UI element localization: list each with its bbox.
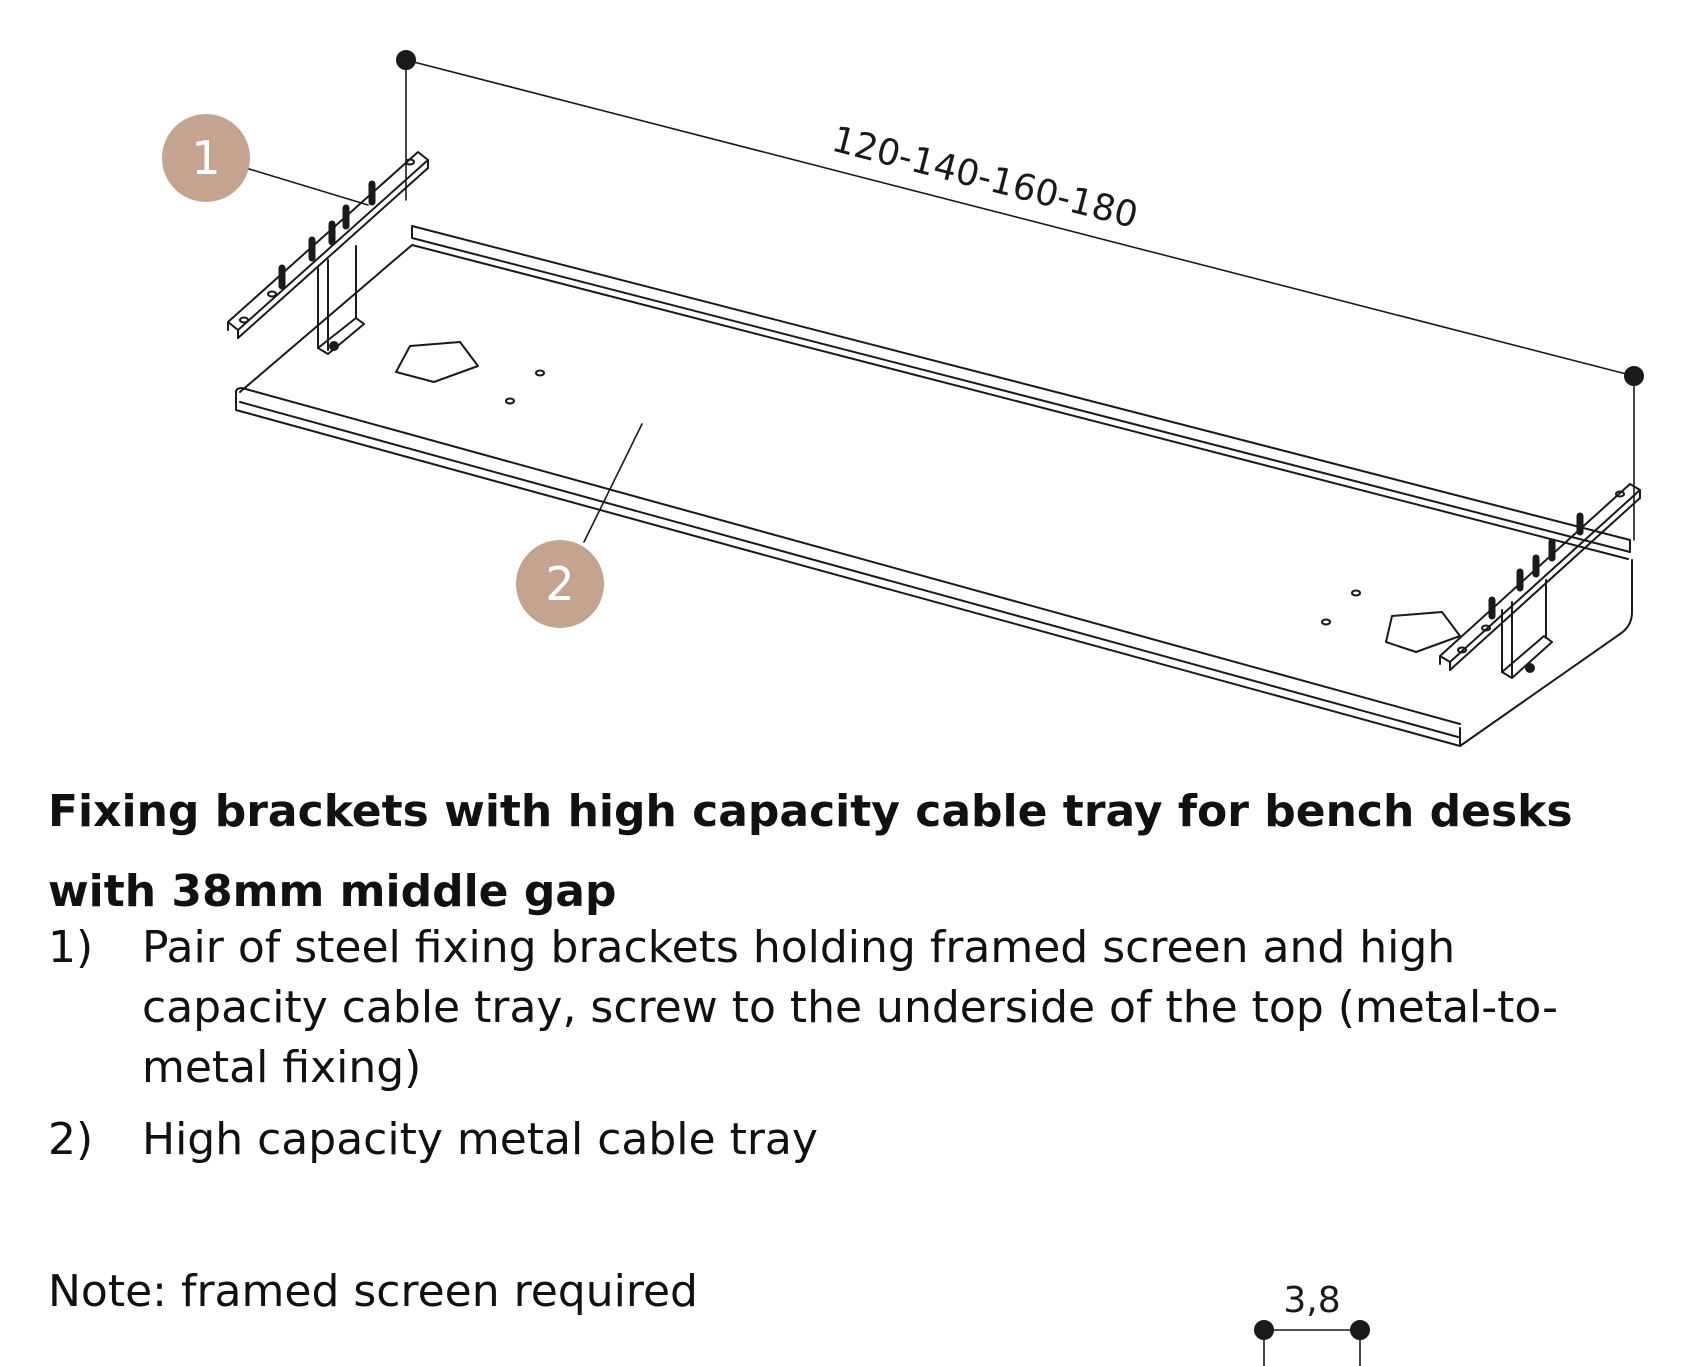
leader-line-2: [583, 423, 643, 543]
length-dimension: [396, 50, 1644, 541]
list-item-text: High capacity metal cable tray: [142, 1114, 818, 1165]
list-item-text: Pair of steel fixing brackets holding fr…: [142, 922, 1559, 1093]
leader-line-1: [245, 167, 369, 206]
right-fixing-bracket: [1439, 483, 1641, 679]
page-title: Fixing brackets with high capacity cable…: [48, 786, 1573, 917]
callout-1-label: 1: [191, 131, 220, 185]
cable-tray: [235, 225, 1633, 747]
list-item-2: 2) High capacity metal cable tray: [48, 1110, 1648, 1170]
list-item-number: 1): [48, 922, 94, 973]
gap-dimension-label: 3,8: [1283, 1280, 1340, 1321]
left-fixing-bracket: [227, 151, 429, 355]
gap-dimension: [1254, 1320, 1370, 1366]
length-dimension-label: 120-140-160-180: [828, 119, 1142, 237]
callout-2-label: 2: [545, 557, 574, 611]
list-item-number: 2): [48, 1114, 94, 1165]
list-item-1: 1) Pair of steel fixing brackets holding…: [48, 918, 1648, 1098]
callout-2: 2: [516, 540, 604, 628]
callout-1: 1: [162, 114, 250, 202]
note-text: Note: framed screen required: [48, 1266, 698, 1317]
item-list: 1) Pair of steel fixing brackets holding…: [48, 918, 1648, 1182]
